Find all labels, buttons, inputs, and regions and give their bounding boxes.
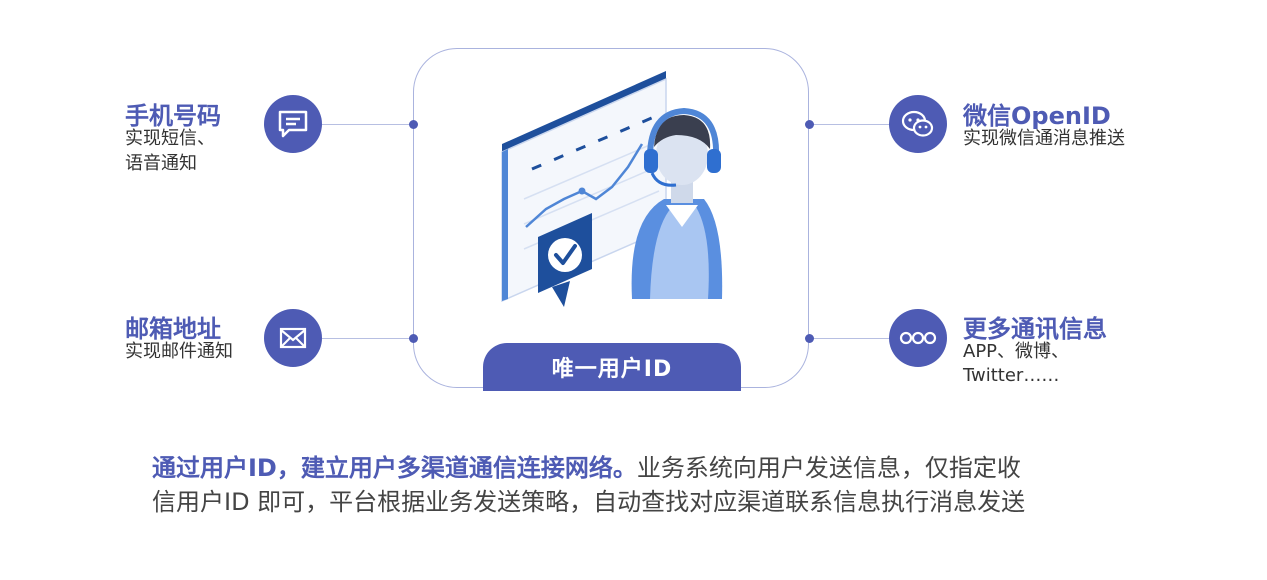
connector-phone xyxy=(322,124,414,125)
connector-email xyxy=(322,338,414,339)
connector-dot-wechat xyxy=(805,120,814,129)
wechat-desc: 实现微信通消息推送 xyxy=(963,128,1125,149)
center-card xyxy=(413,48,809,388)
unique-user-id-label: 唯一用户ID xyxy=(483,343,741,391)
connector-more xyxy=(810,338,892,339)
summary-line-2: 信用户ID 即可，平台根据业务发送策略，自动查找对应渠道联系信息执行消息发送 xyxy=(152,488,1026,516)
connector-dot-more xyxy=(805,334,814,343)
connector-dot-phone xyxy=(409,120,418,129)
mail-icon xyxy=(279,327,307,349)
summary-rest: 业务系统向用户发送信息，仅指定收 xyxy=(636,454,1021,482)
more-desc-2: Twitter…… xyxy=(963,365,1060,386)
wechat-icon xyxy=(901,110,934,137)
more-icon xyxy=(899,331,937,345)
customer-service-illustration xyxy=(501,71,723,307)
more-channel-badge xyxy=(889,309,947,367)
more-title: 更多通讯信息 xyxy=(963,315,1107,343)
phone-desc-1: 实现短信、 xyxy=(125,128,215,149)
summary-line-1: 通过用户ID，建立用户多渠道通信连接网络。业务系统向用户发送信息，仅指定收 xyxy=(152,448,1152,483)
summary-highlight: 通过用户ID，建立用户多渠道通信连接网络。 xyxy=(152,454,637,482)
email-channel-badge xyxy=(264,309,322,367)
connector-dot-email xyxy=(409,334,418,343)
phone-title: 手机号码 xyxy=(125,102,221,130)
wechat-channel-badge xyxy=(889,95,947,153)
email-title: 邮箱地址 xyxy=(125,315,221,343)
message-icon xyxy=(278,110,308,138)
phone-desc-2: 语音通知 xyxy=(125,153,197,174)
wechat-title: 微信OpenID xyxy=(963,102,1111,130)
connector-wechat xyxy=(810,124,892,125)
phone-channel-badge xyxy=(264,95,322,153)
email-desc: 实现邮件通知 xyxy=(125,341,233,362)
more-desc-1: APP、微博、 xyxy=(963,341,1070,362)
